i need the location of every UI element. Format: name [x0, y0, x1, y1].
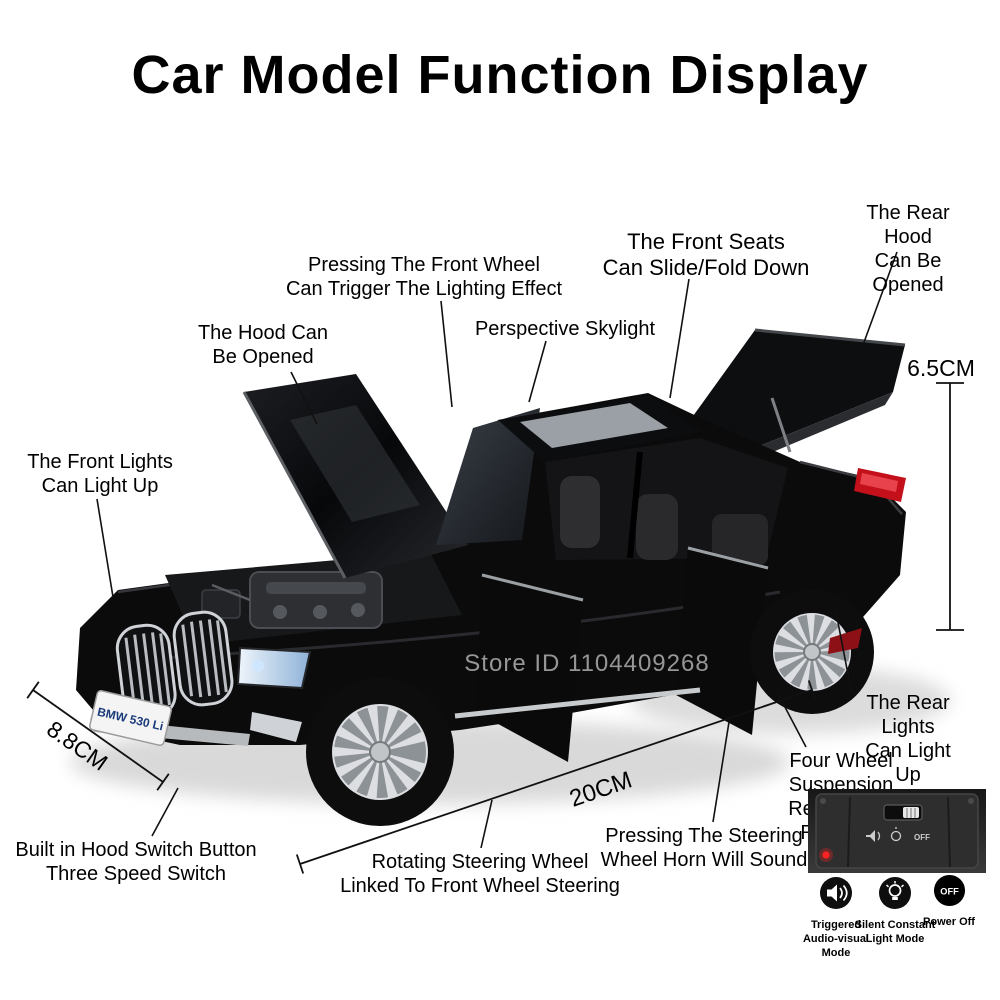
page-title: Car Model Function Display — [131, 45, 869, 105]
kidney-grille-right — [172, 610, 234, 707]
switch-panel-photo: OFF — [808, 789, 986, 873]
headlight-led — [252, 660, 264, 672]
annotation-front-lights: The Front Lights Can Light Up — [27, 451, 173, 497]
skylight-glass — [520, 403, 668, 448]
power-off-badge: OFF — [940, 886, 959, 896]
bulb-icon — [879, 877, 911, 909]
engine-bay — [165, 552, 462, 645]
mode-power-off-label: Power Off — [923, 916, 975, 928]
annotation-horn: Pressing The Steering Wheel Horn Will So… — [600, 825, 808, 871]
front-wheel — [306, 678, 454, 826]
front-vent-trim — [250, 712, 302, 742]
car-hood-open — [242, 374, 468, 579]
annotation-front-wheel-lighting: Pressing The Front Wheel Can Trigger The… — [285, 254, 563, 300]
mode-constant-light: Silent Constant Light Mode — [852, 876, 938, 947]
mode-constant-light-label: Silent Constant Light Mode — [854, 919, 936, 945]
headlight — [236, 646, 312, 690]
mode-audio-visual-label: Triggered Audio-visual Mode — [802, 919, 869, 959]
annotation-hood: The Hood Can Be Opened — [197, 322, 329, 368]
power-off-icon: OFF — [933, 874, 965, 907]
annotation-rear-hood: The Rear Hood Can Be Opened — [866, 202, 950, 296]
annotation-hood-switch: Built in Hood Switch Button Three Speed … — [15, 839, 257, 885]
annotation-rear-lights: The Rear Lights Can Light Up — [865, 692, 951, 786]
annotation-skylight: Perspective Skylight — [474, 318, 656, 340]
store-watermark: Store ID 1104409268 — [464, 650, 710, 677]
windshield — [436, 408, 540, 545]
annotation-front-seats: The Front Seats Can Slide/Fold Down — [602, 229, 810, 281]
measurement-height-label: 6.5CM — [907, 355, 975, 381]
mode-power-off: OFF Power Off — [914, 874, 984, 930]
rear-wheel — [750, 590, 874, 714]
svg-text:OFF: OFF — [914, 833, 930, 842]
speaker-icon — [820, 877, 852, 909]
printed-mode-icons: OFF — [866, 827, 930, 842]
greenhouse — [436, 395, 788, 566]
annotation-steering: Rotating Steering Wheel Linked To Front … — [340, 851, 620, 897]
mode-audio-visual: Triggered Audio-visual Mode — [793, 876, 879, 960]
red-led — [822, 851, 830, 859]
